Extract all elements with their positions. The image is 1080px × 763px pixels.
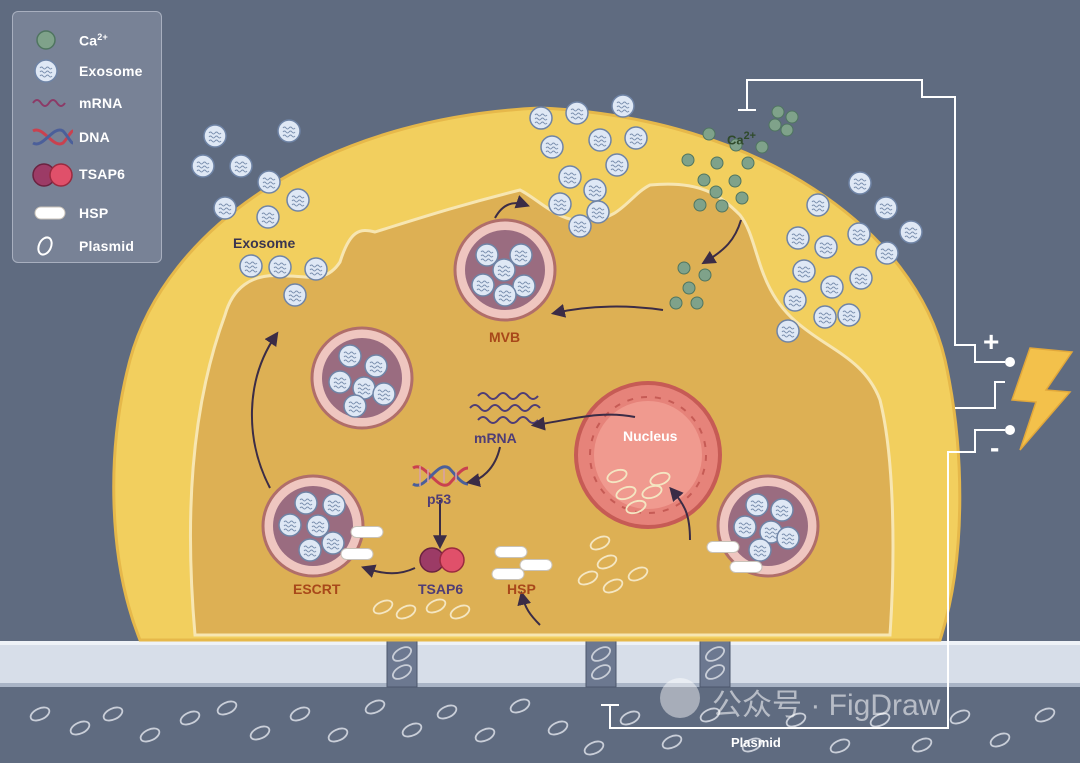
mrna-strands — [469, 392, 541, 424]
legend-item-tsap6: TSAP6 — [13, 160, 161, 188]
label-calcium: Ca2+ — [727, 130, 756, 147]
label-escrt: ESCRT — [293, 581, 341, 597]
watermark-text: 公众号 · FigDraw — [712, 689, 941, 722]
legend-item-plasmid: Plasmid — [13, 232, 161, 260]
wechat-logo-icon — [660, 678, 700, 718]
mvb-top — [453, 218, 557, 322]
membrane-channels — [386, 640, 731, 688]
legend-label-mrna: mRNA — [79, 95, 123, 111]
label-calcium-text: Ca — [727, 132, 744, 148]
legend-item-ca: Ca2+ — [13, 26, 161, 54]
electrode-minus: - — [990, 432, 1000, 463]
legend-label-exosome: Exosome — [79, 63, 143, 79]
nucleus — [574, 381, 722, 529]
legend-label-ca: Ca — [79, 32, 98, 49]
legend-label-ca-sup: 2+ — [97, 32, 108, 42]
legend-label-tsap6: TSAP6 — [79, 166, 126, 182]
tsap6-icon — [32, 163, 73, 187]
legend-item-dna: DNA — [13, 123, 161, 151]
legend-item-exosome: Exosome — [13, 57, 161, 85]
plasmid-icon — [37, 236, 53, 256]
electrode-plus: + — [983, 326, 1000, 357]
mvb-mid — [310, 326, 414, 430]
tsap6-protein — [419, 547, 465, 573]
dna-helix — [412, 465, 469, 487]
label-p53: p53 — [427, 491, 452, 507]
legend-item-hsp: HSP — [13, 199, 161, 227]
pathway-arrows — [250, 195, 742, 626]
legend-label-hsp: HSP — [79, 205, 109, 221]
mrna-icon — [32, 99, 66, 107]
label-plasmid: Plasmid — [731, 735, 781, 750]
membrane-band — [0, 641, 1080, 687]
label-hsp: HSP — [507, 581, 536, 597]
calcium-ions-outside — [768, 105, 799, 137]
legend-label-dna: DNA — [79, 129, 110, 145]
calcium-icon — [36, 30, 56, 50]
exosome-icon — [34, 59, 58, 83]
label-mrna: mRNA — [474, 430, 517, 446]
label-exosome: Exosome — [233, 235, 296, 251]
label-calcium-sup: 2+ — [743, 130, 756, 142]
mvb-escrt — [261, 474, 365, 578]
dna-icon — [32, 128, 74, 146]
legend-item-mrna: mRNA — [13, 89, 161, 117]
mvb-right — [716, 474, 820, 578]
label-tsap6: TSAP6 — [418, 581, 464, 597]
hsp-icon — [34, 206, 66, 220]
legend-panel: Ca2+ Exosome mRNA DNA TSAP6 HSP — [12, 11, 162, 263]
electric-circuit — [601, 79, 1015, 729]
label-mvb: MVB — [489, 329, 521, 345]
label-nucleus: Nucleus — [623, 428, 678, 444]
legend-label-plasmid: Plasmid — [79, 238, 135, 254]
lightning-bolt — [1010, 347, 1074, 451]
